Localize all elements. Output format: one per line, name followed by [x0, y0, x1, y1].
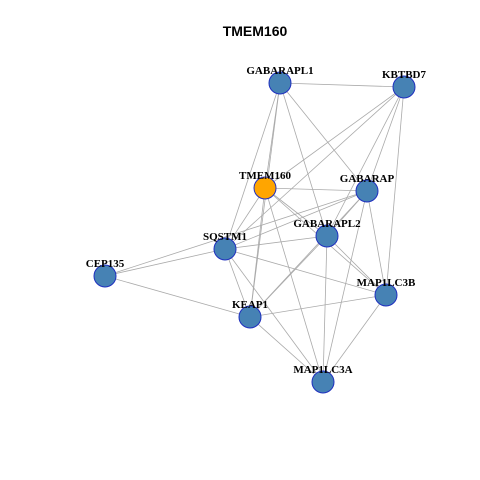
node-label-kbtbd7: KBTBD7 — [382, 69, 427, 81]
edge-gabarap-map1lc3a — [322, 190, 368, 383]
node-label-tmem160: TMEM160 — [239, 170, 291, 182]
edge-kbtbd7-sqstm1 — [224, 86, 405, 250]
node-label-keap1: KEAP1 — [232, 299, 268, 311]
edge-cep135-keap1 — [104, 275, 251, 318]
node-kbtbd7[interactable] — [392, 75, 416, 99]
edge-gabarapl2-map1lc3a — [322, 235, 328, 383]
edge-sqstm1-keap1 — [224, 248, 251, 318]
node-gabarapl2[interactable] — [315, 224, 339, 248]
node-label-sqstm1: SQSTM1 — [203, 231, 247, 243]
edge-tmem160-gabarap — [264, 187, 368, 192]
edge-gabarap-sqstm1 — [224, 190, 368, 250]
edge-gabarapl1-gabarapl2 — [279, 82, 328, 237]
node-label-gabarapl1: GABARAPL1 — [246, 65, 313, 77]
node-keap1[interactable] — [238, 305, 262, 329]
edge-gabarapl1-sqstm1 — [224, 82, 281, 250]
edge-tmem160-gabarapl2 — [264, 187, 328, 237]
edge-sqstm1-map1lc3b — [224, 248, 387, 296]
node-layer — [93, 71, 416, 394]
node-label-cep135: CEP135 — [86, 258, 125, 270]
node-label-gabarapl2: GABARAPL2 — [293, 218, 361, 230]
edge-layer — [104, 82, 405, 383]
node-label-gabarap: GABARAP — [340, 173, 395, 185]
edge-gabarapl1-keap1 — [249, 82, 281, 318]
edge-kbtbd7-map1lc3b — [385, 86, 405, 296]
node-tmem160[interactable] — [253, 176, 277, 200]
edge-tmem160-keap1 — [249, 187, 266, 318]
edge-gabarap-map1lc3b — [366, 190, 387, 296]
edge-gabarapl2-map1lc3b — [326, 235, 387, 296]
edge-sqstm1-cep135 — [104, 248, 226, 277]
node-cep135[interactable] — [93, 264, 117, 288]
node-gabarapl1[interactable] — [268, 71, 292, 95]
edge-kbtbd7-gabarap — [366, 86, 405, 192]
edge-cep135-gabarap — [104, 190, 368, 277]
edge-gabarapl1-gabarap — [279, 82, 368, 192]
edge-tmem160-map1lc3a — [264, 187, 324, 383]
edge-sqstm1-map1lc3a — [224, 248, 324, 383]
node-map1lc3a[interactable] — [311, 370, 335, 394]
node-label-map1lc3a: MAP1LC3A — [293, 364, 352, 376]
node-sqstm1[interactable] — [213, 237, 237, 261]
edge-keap1-map1lc3b — [249, 294, 387, 318]
edge-gabarapl2-sqstm1 — [224, 235, 328, 250]
node-gabarap[interactable] — [355, 179, 379, 203]
edge-gabarapl1-kbtbd7 — [279, 82, 405, 88]
edge-kbtbd7-tmem160 — [264, 86, 405, 189]
edge-tmem160-sqstm1 — [224, 187, 266, 250]
graph-title: TMEM160 — [223, 23, 288, 39]
edge-gabarapl2-keap1 — [249, 235, 328, 318]
edge-keap1-map1lc3a — [249, 316, 324, 383]
edge-map1lc3b-map1lc3a — [322, 294, 387, 383]
node-map1lc3b[interactable] — [374, 283, 398, 307]
node-label-map1lc3b: MAP1LC3B — [357, 277, 416, 289]
edge-kbtbd7-gabarapl2 — [326, 86, 405, 237]
